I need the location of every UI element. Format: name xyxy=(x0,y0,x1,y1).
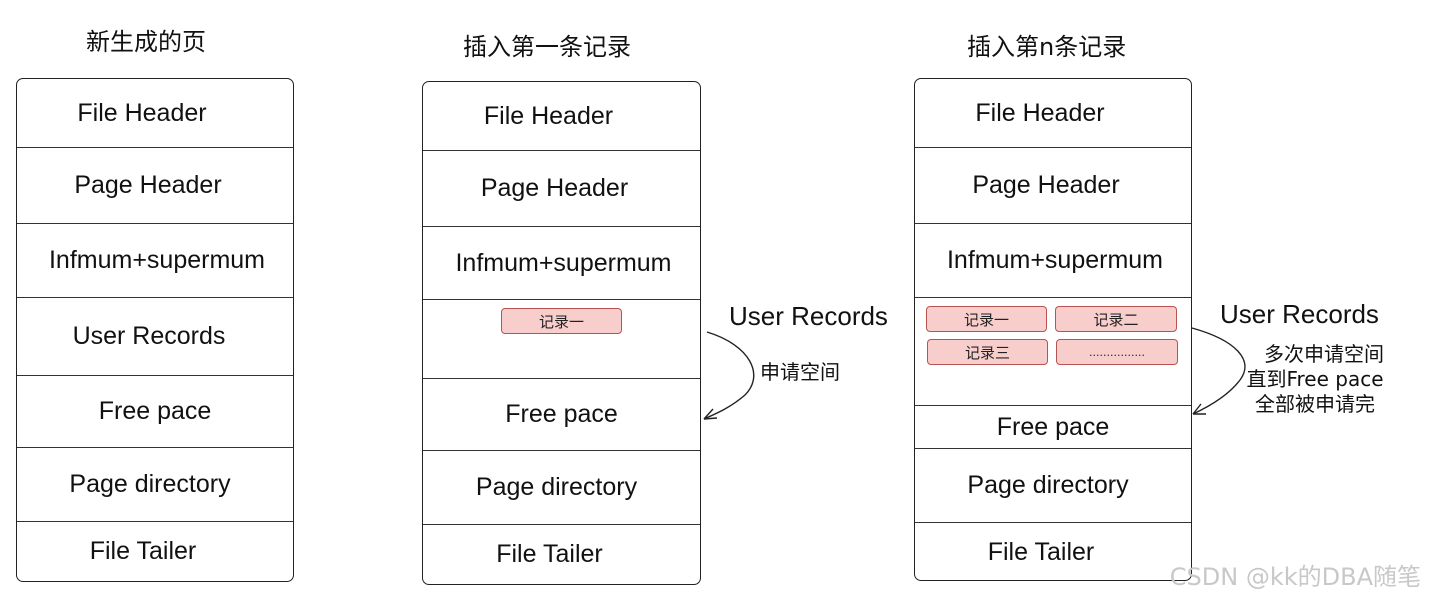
section-infimum-supremum: Infmum+supermum xyxy=(423,227,700,300)
arrowhead xyxy=(703,408,718,420)
section-page-directory: Page directory xyxy=(17,448,293,522)
record-chip: ................ xyxy=(1056,339,1178,365)
user-records-label: User Records xyxy=(729,301,888,331)
section-file-trailer: File Tailer xyxy=(89,536,197,565)
arrow-label-line: 多次申请空间 xyxy=(1264,342,1384,366)
page-first-record: File Header Page Header Infmum+supermum … xyxy=(422,81,701,585)
arrow-label: 多次申请空间 直到Free pace 全部被申请完 xyxy=(1246,342,1384,417)
user-records-label: User Records xyxy=(1220,299,1379,329)
section-free-space: Free pace xyxy=(915,406,1191,449)
column-3-title: 插入第n条记录 xyxy=(967,33,1127,61)
section-file-header: File Header xyxy=(423,82,700,151)
section-page-header: Page Header xyxy=(915,148,1191,224)
watermark: CSDN @kk的DBA随笔 xyxy=(1169,563,1421,591)
record-chip: 记录一 xyxy=(501,308,622,334)
record-chip: 记录一 xyxy=(926,306,1047,332)
section-file-trailer: File Tailer xyxy=(987,537,1095,566)
record-chip: 记录二 xyxy=(1055,306,1177,332)
section-page-header: Page Header xyxy=(423,151,700,227)
column-1-title: 新生成的页 xyxy=(86,28,206,56)
arrow-label-line: 全部被申请完 xyxy=(1255,392,1375,416)
page-nth-record: File Header Page Header Infmum+supermum … xyxy=(914,78,1192,581)
curved-arrow xyxy=(1191,327,1246,415)
section-file-header: File Header xyxy=(915,79,1191,148)
section-file-header: File Header xyxy=(17,79,293,148)
arrow-label-line: 直到Free pace xyxy=(1246,367,1384,391)
page-new: File Header Page Header Infmum+supermum … xyxy=(16,78,294,582)
arrow-label: 申请空间 xyxy=(760,360,840,384)
section-user-records: 记录一 xyxy=(423,300,700,379)
section-free-space: Free pace xyxy=(423,379,700,451)
section-page-directory: Page directory xyxy=(423,451,700,525)
curved-arrow xyxy=(703,331,755,420)
arrowhead xyxy=(1192,403,1206,415)
column-2-title: 插入第一条记录 xyxy=(463,33,631,61)
section-page-directory: Page directory xyxy=(915,449,1191,523)
section-free-space: Free pace xyxy=(17,376,293,448)
section-user-records: 记录一 记录二 记录三 ................ xyxy=(915,298,1191,406)
section-file-trailer: File Tailer xyxy=(496,539,603,568)
record-chip: 记录三 xyxy=(927,339,1048,365)
section-infimum-supremum: Infmum+supermum xyxy=(17,224,293,298)
section-page-header: Page Header xyxy=(17,148,293,224)
section-user-records: User Records xyxy=(17,298,293,376)
section-infimum-supremum: Infmum+supermum xyxy=(915,224,1191,298)
